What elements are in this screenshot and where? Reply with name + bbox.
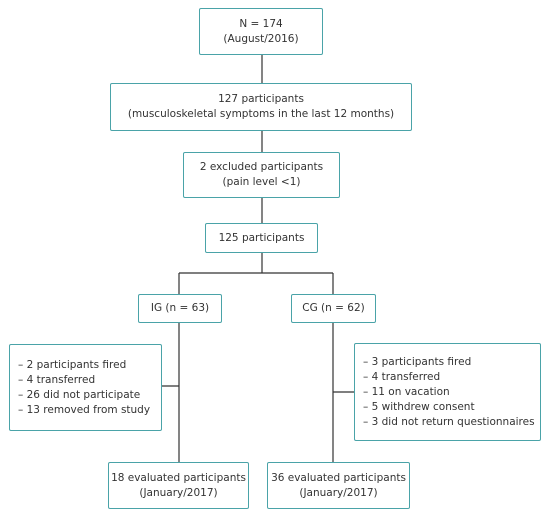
start-box: N = 174 (August/2016) (199, 8, 323, 55)
start-count: N = 174 (239, 17, 283, 30)
cg-loss-item: 11 on vacation (363, 385, 532, 400)
ig-final-count: 18 evaluated participants (111, 471, 246, 484)
remaining-count: 125 participants (218, 231, 305, 244)
remaining-box: 125 participants (205, 223, 318, 253)
ig-final-date: (January/2017) (139, 486, 218, 499)
excluded-box: 2 excluded participants (pain level <1) (183, 152, 340, 198)
ig-loss-item: 26 did not participate (18, 388, 153, 403)
cg-loss-item: 4 transferred (363, 370, 532, 385)
cg-losses-box: 3 participants fired 4 transferred 11 on… (354, 343, 541, 441)
ig-loss-item: 2 participants fired (18, 358, 153, 373)
cg-label: CG (n = 62) (302, 302, 365, 314)
ig-loss-item: 4 transferred (18, 373, 153, 388)
ig-final-box: 18 evaluated participants (January/2017) (108, 462, 249, 509)
cg-loss-item: 3 did not return questionnaires (363, 415, 535, 430)
cg-final-date: (January/2017) (299, 486, 378, 499)
symptoms-criteria: (musculoskeletal symptoms in the last 12… (127, 108, 395, 120)
excluded-count: 2 excluded participants (199, 161, 324, 173)
cg-loss-item: 5 withdrew consent (363, 400, 532, 415)
ig-box: IG (n = 63) (138, 294, 222, 323)
cg-box: CG (n = 62) (291, 294, 376, 323)
cg-loss-item: 3 participants fired (363, 355, 532, 370)
excluded-reason: (pain level <1) (222, 176, 301, 188)
cg-final-count: 36 evaluated participants (271, 471, 406, 484)
symptoms-count: 127 participants (218, 93, 304, 105)
ig-losses-box: 2 participants fired 4 transferred 26 di… (9, 344, 162, 431)
cg-final-box: 36 evaluated participants (January/2017) (267, 462, 410, 509)
ig-label: IG (n = 63) (150, 302, 210, 314)
start-date: (August/2016) (223, 32, 299, 45)
symptoms-box: 127 participants (musculoskeletal sympto… (110, 83, 412, 131)
ig-loss-item: 13 removed from study (18, 403, 153, 418)
